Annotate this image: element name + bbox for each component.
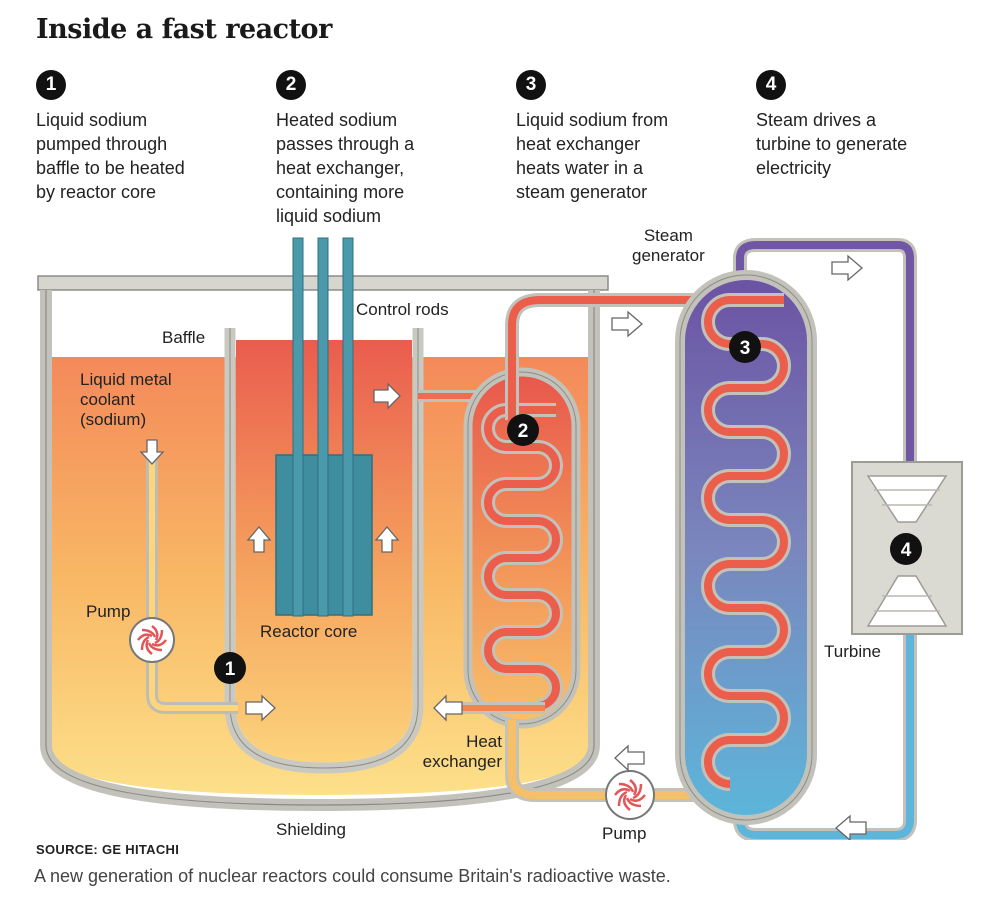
arrow-left-icon [835, 814, 867, 840]
step-3-text: Liquid sodium from heat exchanger heats … [516, 110, 669, 202]
arrow-left-icon [614, 744, 645, 772]
pump-left-label: Pump [86, 602, 131, 621]
arrow-down-icon [139, 439, 165, 465]
secondary-loop-pipe [505, 293, 700, 802]
step-1: 1 Liquid sodium pumped through baffle to… [36, 70, 266, 204]
step-4-number: 4 [756, 70, 786, 100]
marker-1: 1 [214, 652, 246, 684]
heat-exchanger-coil-fill [484, 406, 560, 710]
caption: A new generation of nuclear reactors cou… [34, 866, 671, 886]
marker-4-text: 4 [901, 540, 912, 561]
pump-bottom-icon [605, 770, 655, 820]
step-2-number: 2 [276, 70, 306, 100]
marker-2: 2 [507, 414, 539, 446]
step-2-text: Heated sodium passes through a heat exch… [276, 110, 415, 226]
marker-3-text: 3 [740, 338, 751, 359]
marker-3: 3 [729, 331, 761, 363]
turbine-label: Turbine [824, 642, 882, 661]
step-3-number: 3 [516, 70, 546, 100]
arrow-right-icon [373, 382, 401, 410]
pump-left-icon [129, 617, 175, 663]
reactor-core-label: Reactor core [260, 622, 358, 641]
step-4: 4 Steam drives a turbine to generate ele… [756, 70, 986, 180]
coolant-label: Liquid metal coolant (sodium) [80, 370, 172, 429]
step-3: 3 Liquid sodium from heat exchanger heat… [516, 70, 746, 204]
shielding-label: Shielding [276, 820, 346, 839]
flow-arrows [139, 254, 867, 840]
step-4-text: Steam drives a turbine to generate elect… [756, 110, 908, 178]
reactor-core [275, 237, 373, 617]
control-rods-label: Control rods [356, 300, 449, 319]
diagram-title: Inside a fast reactor [36, 14, 332, 45]
steam-generator-label: Steam generator [632, 226, 705, 265]
source-credit: SOURCE: GE HITACHI [36, 842, 180, 857]
coolant-pipe [146, 460, 238, 714]
step-1-text: Liquid sodium pumped through baffle to b… [36, 110, 185, 202]
reactor-diagram: 1 2 3 4 [37, 237, 963, 840]
arrow-right-icon [245, 694, 276, 722]
arrow-up-icon [374, 525, 400, 553]
marker-2-text: 2 [518, 421, 529, 442]
marker-4: 4 [890, 533, 922, 565]
step-1-number: 1 [36, 70, 66, 100]
baffle-label: Baffle [162, 328, 206, 347]
arrow-up-icon [246, 525, 272, 553]
heat-exchanger-label: Heat exchanger [422, 732, 502, 771]
steam-generator-coil-fill [704, 296, 788, 788]
step-2: 2 Heated sodium passes through a heat ex… [276, 70, 506, 228]
arrow-right-icon [831, 254, 863, 282]
steam-loop-pipe [733, 238, 917, 840]
arrow-right-icon [611, 310, 643, 338]
arrow-left-icon [433, 694, 463, 722]
marker-1-text: 1 [225, 659, 236, 680]
pump-bottom-label: Pump [602, 824, 647, 843]
